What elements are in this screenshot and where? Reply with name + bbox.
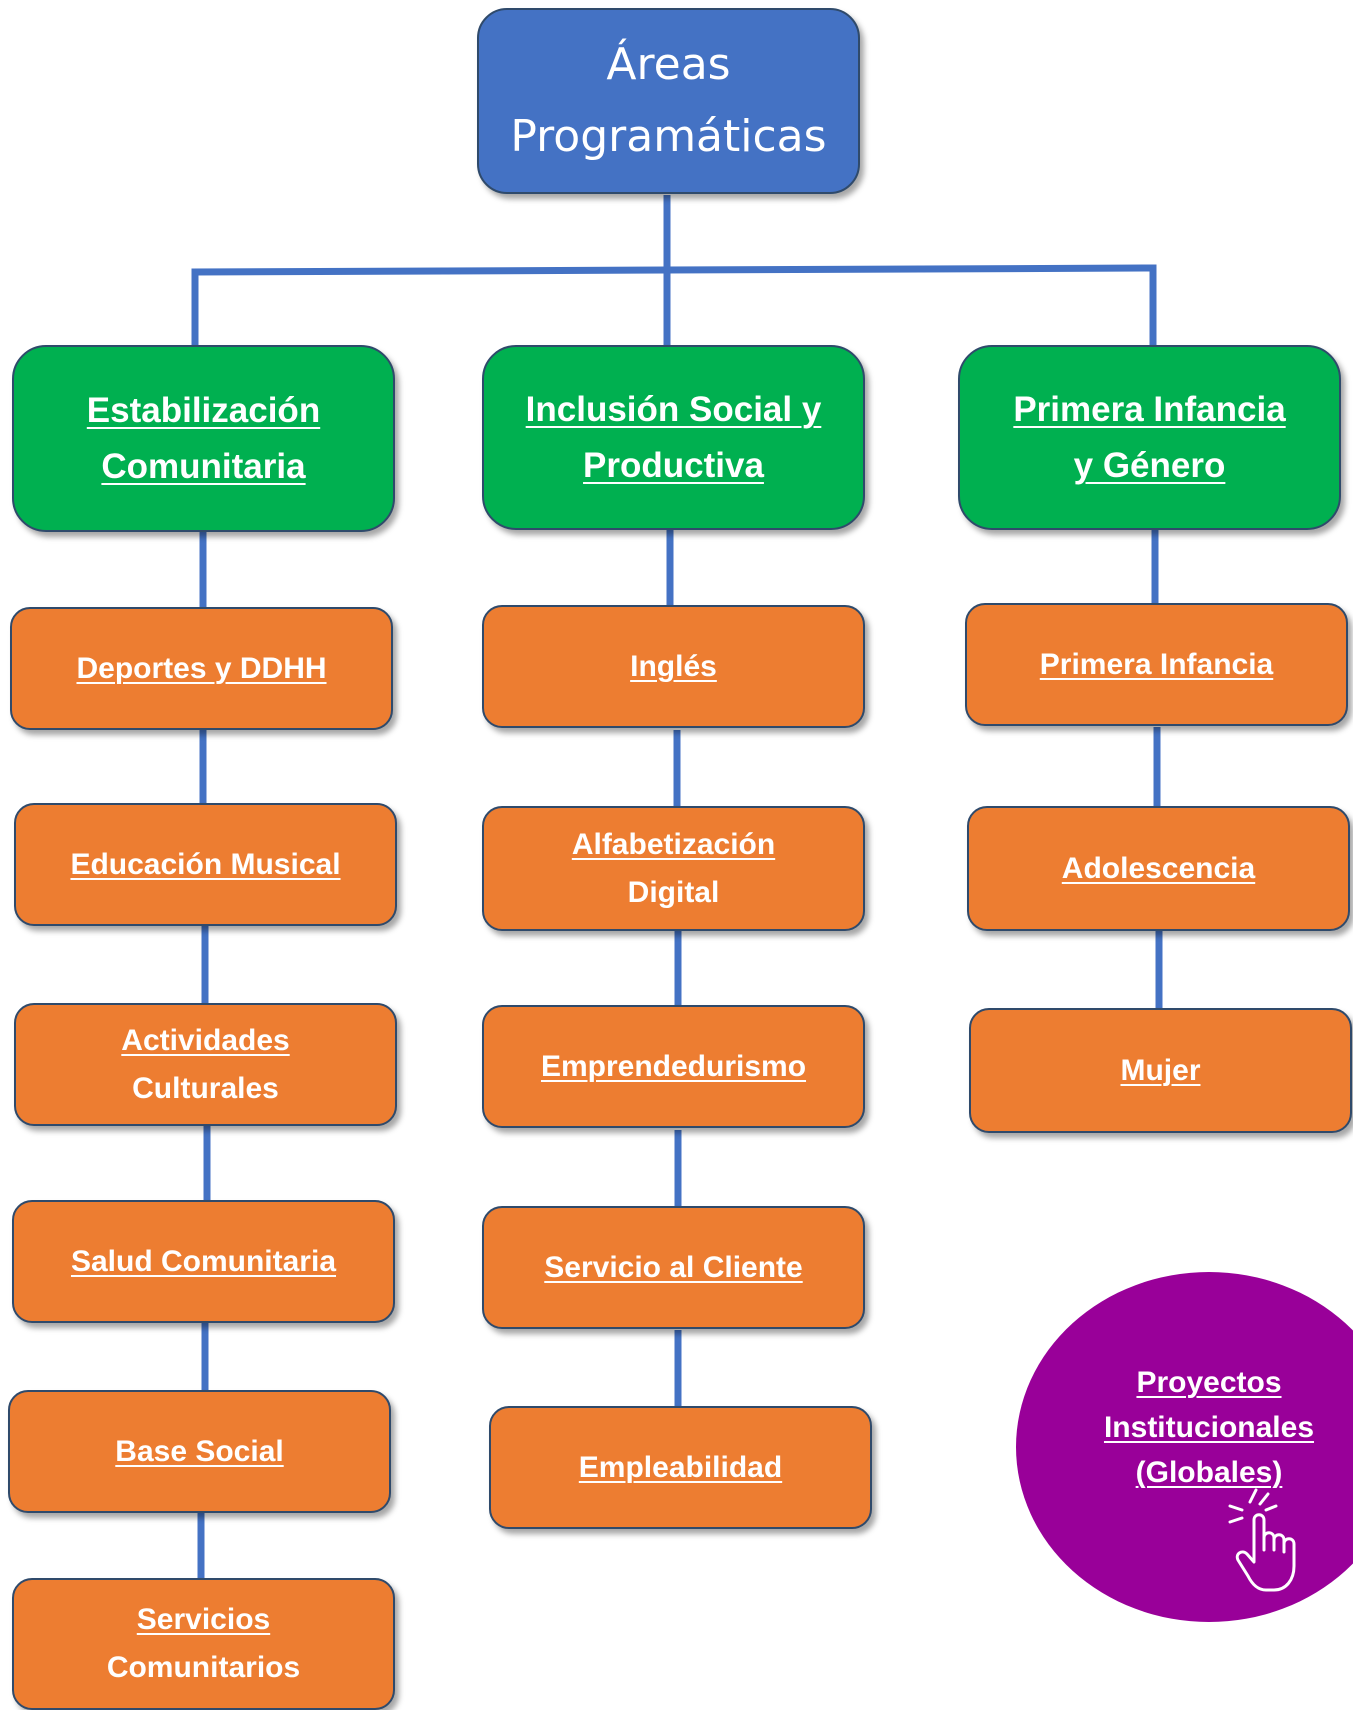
area-label-line: Primera Infancia: [1013, 389, 1286, 429]
program-primera-infancia[interactable]: Primera Infancia: [965, 603, 1348, 726]
global-projects-line: (Globales): [1135, 1456, 1283, 1489]
program-label-line: Digital: [627, 875, 720, 909]
program-actividades-culturales[interactable]: Actividades Culturales: [14, 1003, 397, 1126]
program-label-line: Servicios: [136, 1603, 271, 1636]
program-adolescencia[interactable]: Adolescencia: [967, 806, 1350, 931]
area-primera-infancia-genero[interactable]: Primera Infancia y Género: [958, 345, 1341, 530]
program-label-line: Servicio al Cliente: [544, 1250, 803, 1284]
program-label-line: Salud Comunitaria: [70, 1244, 337, 1278]
program-label-line: Alfabetización: [571, 827, 776, 861]
area-label-line: Comunitaria: [101, 446, 306, 486]
program-label-line: Base Social: [115, 1434, 284, 1468]
global-projects-line: Institucionales: [1103, 1411, 1315, 1444]
area-inclusion-social-productiva[interactable]: Inclusión Social y Productiva: [482, 345, 865, 530]
program-label-line: Educación Musical: [70, 847, 341, 881]
program-label-line: Inglés: [630, 649, 717, 683]
program-label-line: Adolescencia: [1061, 851, 1256, 885]
program-emprendedurismo[interactable]: Emprendedurismo: [482, 1005, 865, 1128]
program-label-line: Deportes y DDHH: [76, 651, 327, 685]
area-label-line: Productiva: [583, 445, 764, 485]
program-label-line: Primera Infancia: [1039, 647, 1274, 681]
hand-pointer-icon: [1228, 1488, 1296, 1592]
area-label-line: Estabilización: [86, 390, 321, 430]
program-alfabetizacion-digital[interactable]: Alfabetización Digital: [482, 806, 865, 931]
program-educacion-musical[interactable]: Educación Musical: [14, 803, 397, 926]
program-deportes-ddhh[interactable]: Deportes y DDHH: [10, 607, 393, 730]
program-servicio-al-cliente[interactable]: Servicio al Cliente: [482, 1206, 865, 1329]
program-label-line: Actividades: [121, 1023, 290, 1057]
program-label-line: Culturales: [132, 1071, 279, 1105]
program-label-line: Emprendedurismo: [540, 1049, 807, 1083]
program-base-social[interactable]: Base Social: [8, 1390, 391, 1513]
root-node-areas-programaticas: Áreas Programáticas: [477, 8, 860, 194]
program-label-line: Mujer: [1120, 1053, 1201, 1087]
area-label-line: Inclusión Social y: [525, 389, 822, 429]
global-projects-circle[interactable]: [1016, 1272, 1353, 1622]
global-projects-label[interactable]: Proyectos Institucionales (Globales): [1036, 1360, 1353, 1495]
program-servicios-comunitarios[interactable]: Servicios Comunitarios: [12, 1578, 395, 1710]
root-title-line-2: Programáticas: [510, 111, 827, 162]
global-projects-line: Proyectos: [1136, 1366, 1282, 1399]
program-empleabilidad[interactable]: Empleabilidad: [489, 1406, 872, 1529]
program-mujer[interactable]: Mujer: [969, 1008, 1352, 1133]
area-label-line: y Género: [1073, 445, 1226, 485]
program-label-line: Comunitarios: [106, 1651, 301, 1684]
program-ingles[interactable]: Inglés: [482, 605, 865, 728]
root-title-line-1: Áreas: [606, 39, 731, 90]
program-salud-comunitaria[interactable]: Salud Comunitaria: [12, 1200, 395, 1323]
area-estabilizacion-comunitaria[interactable]: Estabilización Comunitaria: [12, 345, 395, 532]
program-label-line: Empleabilidad: [578, 1450, 783, 1484]
